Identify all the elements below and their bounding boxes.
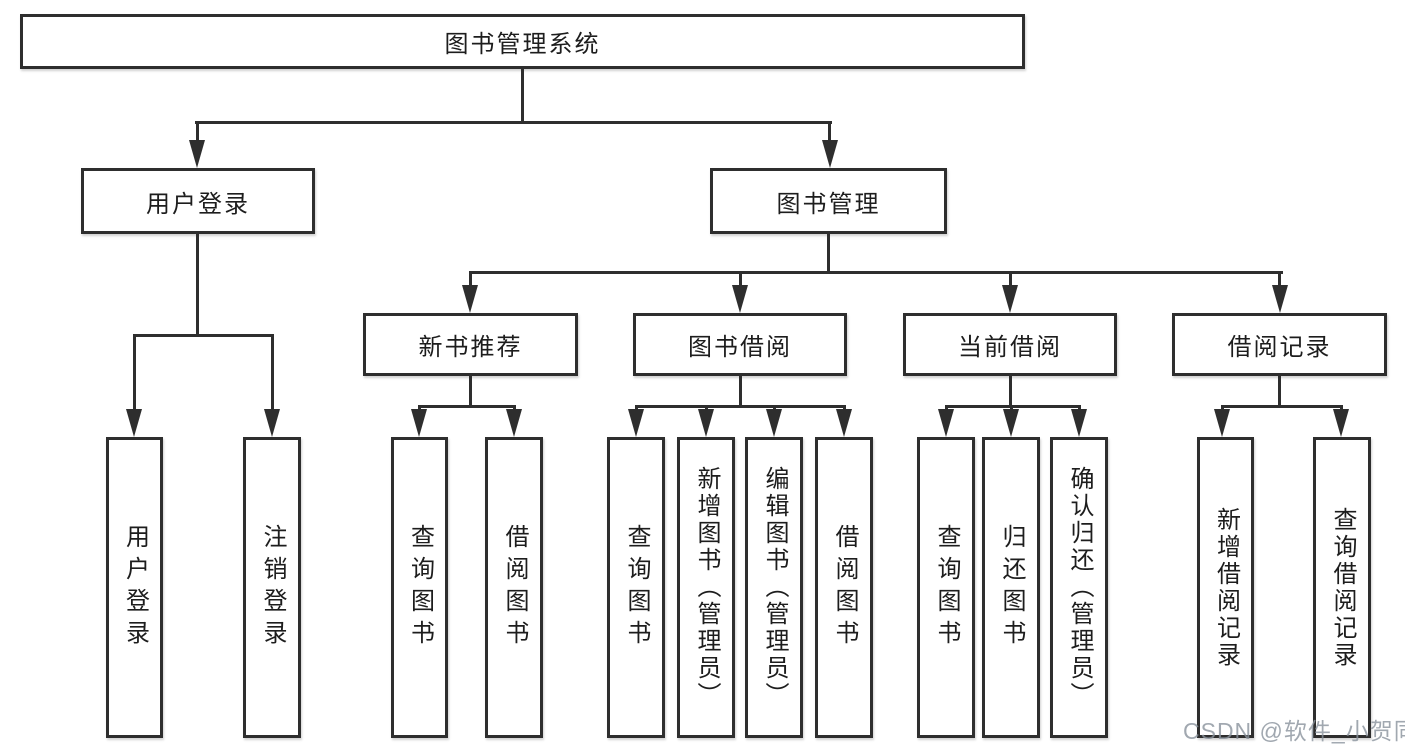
node-new-book-recommend: 新书推荐 bbox=[363, 313, 578, 376]
arrow-down-icon bbox=[938, 409, 954, 437]
arrow-down-icon bbox=[698, 409, 714, 437]
leaf-label: 借阅图书 bbox=[501, 523, 528, 652]
node-label: 图书管理 bbox=[776, 190, 881, 218]
csdn-watermark: CSDN @软件_小贺同学 bbox=[1183, 718, 1405, 744]
leaf-query-books: 查询图书 bbox=[391, 437, 448, 738]
leaf-label: 确认归还（管理员） bbox=[1066, 466, 1093, 709]
leaf-query-books: 查询图书 bbox=[917, 437, 975, 738]
arrow-down-icon bbox=[628, 409, 644, 437]
leaf-logout: 注销登录 bbox=[243, 437, 301, 738]
leaf-label: 用户登录 bbox=[121, 523, 149, 652]
arrow-down-icon bbox=[1071, 409, 1087, 437]
leaf-query-borrow-record: 查询借阅记录 bbox=[1313, 437, 1371, 738]
leaf-query-books: 查询图书 bbox=[607, 437, 665, 738]
node-book-management: 图书管理 bbox=[710, 168, 947, 234]
arrow-down-icon bbox=[1214, 409, 1230, 437]
connector-group-stem bbox=[1278, 374, 1281, 407]
connector-userlogin-left-drop bbox=[133, 334, 136, 410]
node-user-login: 用户登录 bbox=[81, 168, 315, 234]
arrow-down-icon bbox=[1333, 409, 1349, 437]
connector-bookmgmt-drop bbox=[1278, 271, 1281, 287]
node-current-borrowing: 当前借阅 bbox=[903, 313, 1117, 376]
leaf-label: 借阅图书 bbox=[831, 523, 858, 652]
connector-bookmgmt-drop bbox=[1009, 271, 1012, 287]
leaf-label: 新增图书（管理员） bbox=[693, 466, 720, 709]
leaf-edit-books-admin: 编辑图书（管理员） bbox=[745, 437, 803, 738]
connector-group-stem bbox=[739, 374, 742, 407]
leaf-label: 归还图书 bbox=[998, 523, 1025, 652]
arrow-down-icon bbox=[264, 409, 280, 437]
node-borrowing-records: 借阅记录 bbox=[1172, 313, 1387, 376]
connector-bookmgmt-stem bbox=[827, 231, 830, 274]
leaf-label: 查询图书 bbox=[623, 523, 650, 652]
arrow-down-icon bbox=[506, 409, 522, 437]
arrow-down-icon bbox=[836, 409, 852, 437]
node-book-borrowing: 图书借阅 bbox=[633, 313, 847, 376]
arrow-down-icon bbox=[126, 409, 142, 437]
leaf-add-books-admin: 新增图书（管理员） bbox=[677, 437, 735, 738]
arrow-down-icon bbox=[1003, 409, 1019, 437]
connector-group-horizontal bbox=[418, 405, 516, 408]
leaf-borrow-books: 借阅图书 bbox=[815, 437, 873, 738]
connector-bookmgmt-drop bbox=[739, 271, 742, 287]
node-label: 图书借阅 bbox=[688, 334, 792, 361]
node-label: 借阅记录 bbox=[1227, 334, 1332, 361]
connector-userlogin-right-drop bbox=[271, 334, 274, 410]
connector-userlogin-stem bbox=[196, 231, 199, 335]
arrow-down-icon bbox=[462, 285, 478, 313]
connector-root-stem bbox=[521, 68, 524, 124]
arrow-down-icon bbox=[822, 140, 838, 168]
leaf-label: 查询图书 bbox=[933, 523, 960, 652]
connector-bookmgmt-horizontal bbox=[469, 271, 1283, 274]
leaf-label: 编辑图书（管理员） bbox=[761, 466, 788, 709]
leaf-borrow-books: 借阅图书 bbox=[485, 437, 543, 738]
node-label: 图书管理系统 bbox=[444, 31, 601, 58]
arrow-down-icon bbox=[732, 285, 748, 313]
node-label: 当前借阅 bbox=[958, 334, 1062, 361]
leaf-label: 新增借阅记录 bbox=[1212, 506, 1240, 669]
node-library-management-system: 图书管理系统 bbox=[20, 14, 1025, 69]
leaf-label: 注销登录 bbox=[259, 523, 286, 652]
node-label: 用户登录 bbox=[146, 190, 250, 218]
connector-root-left-drop bbox=[196, 121, 199, 145]
connector-group-stem bbox=[1009, 374, 1012, 407]
connector-userlogin-horizontal bbox=[133, 334, 274, 337]
leaf-confirm-return-admin: 确认归还（管理员） bbox=[1050, 437, 1108, 738]
connector-root-horizontal bbox=[195, 121, 832, 124]
connector-group-horizontal bbox=[1221, 405, 1343, 408]
connector-bookmgmt-drop bbox=[469, 271, 472, 287]
connector-group-horizontal bbox=[635, 405, 846, 408]
leaf-add-borrow-record: 新增借阅记录 bbox=[1197, 437, 1254, 738]
arrow-down-icon bbox=[1272, 285, 1288, 313]
leaf-label: 查询借阅记录 bbox=[1329, 506, 1356, 669]
arrow-down-icon bbox=[411, 409, 427, 437]
arrow-down-icon bbox=[766, 409, 782, 437]
connector-group-stem bbox=[469, 374, 472, 407]
node-label: 新书推荐 bbox=[418, 334, 523, 361]
arrow-down-icon bbox=[189, 140, 205, 168]
leaf-user-login: 用户登录 bbox=[106, 437, 163, 738]
leaf-label: 查询图书 bbox=[406, 523, 434, 652]
connector-root-right-drop bbox=[828, 121, 831, 145]
arrow-down-icon bbox=[1002, 285, 1018, 313]
leaf-return-books: 归还图书 bbox=[982, 437, 1040, 738]
connector-group-horizontal bbox=[945, 405, 1081, 408]
